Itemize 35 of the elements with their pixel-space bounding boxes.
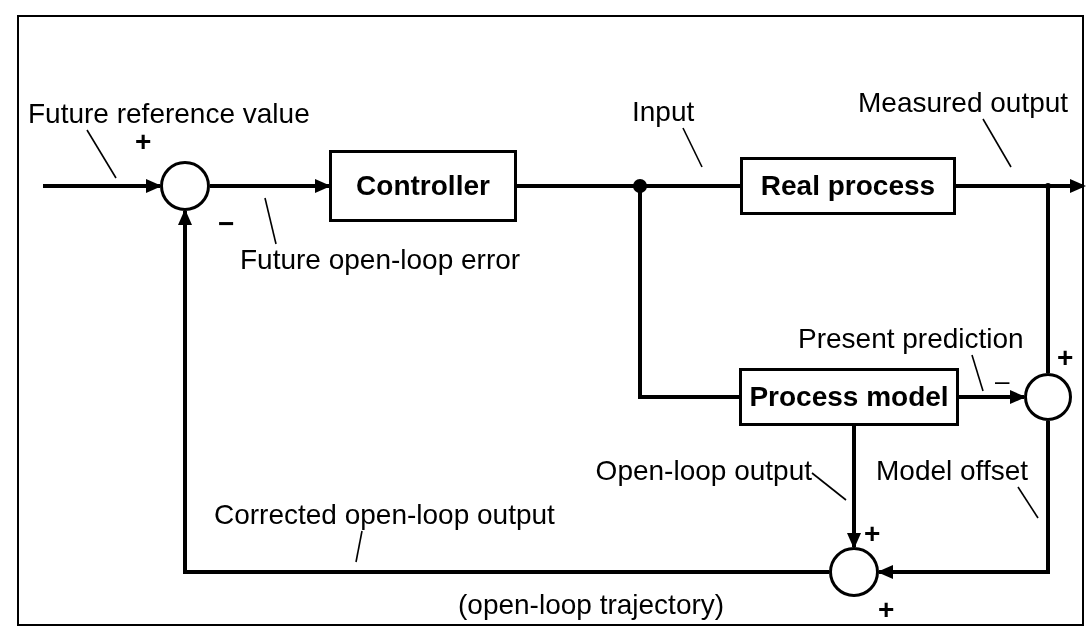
leader-line [355,530,363,563]
signal-label: Future open-loop error [240,244,540,276]
arrow [959,390,1026,404]
signal-label: Corrected open-loop output [214,499,566,531]
summing-junction [160,161,210,211]
signal-label: Input [632,96,712,128]
signal-label: Open-loop output [586,455,812,487]
block: Real process [740,157,956,215]
summing-junction [1024,373,1072,421]
arrow [178,209,829,574]
sign-label: – [995,368,1010,394]
note-text: (open-loop trajectory) [458,591,725,619]
leader-line [682,127,703,168]
block: Process model [739,368,959,426]
leader-line [264,197,277,245]
leader-line [971,354,984,392]
leader-line [982,118,1012,168]
arrow [210,179,331,193]
arrow [43,179,162,193]
summing-junction [829,547,879,597]
signal-label: Future reference value [28,98,328,130]
sign-label: + [1057,344,1074,372]
leader-line [1017,486,1039,519]
sign-label: + [878,596,895,624]
signal-label: Measured output [858,87,1074,119]
leader-line [811,472,847,501]
block: Controller [329,150,517,222]
arrow [877,421,1050,579]
sign-label: + [135,128,152,156]
leader-line [86,129,117,179]
sign-label: + [864,520,881,548]
signal-label: Present prediction [798,323,1034,355]
sign-label: − [218,210,235,238]
arrow [847,426,861,549]
signal-label: Model offset [876,455,1036,487]
